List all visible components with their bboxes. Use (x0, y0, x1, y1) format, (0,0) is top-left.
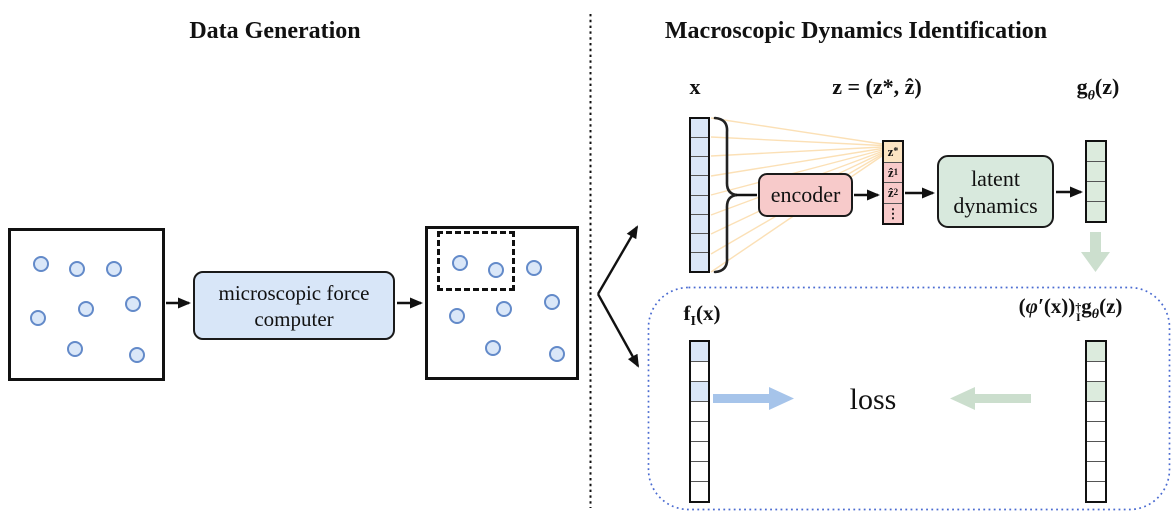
z-hat-2-sub: 2 (893, 187, 899, 198)
f-I-x-label: fI(x) (672, 301, 732, 330)
g-base: g (1076, 74, 1088, 99)
particle (69, 261, 85, 277)
z-equation-label: z = (z*, ẑ) (832, 74, 922, 99)
force-computer-label-line2: computer (254, 306, 334, 331)
particle (496, 301, 512, 317)
vector-cell (1087, 342, 1105, 361)
particle (452, 255, 468, 271)
particle (549, 346, 565, 362)
x-input-vector (689, 117, 710, 273)
phi-g-args: (z) (1099, 294, 1123, 318)
particle (78, 301, 94, 317)
particle (33, 256, 49, 272)
vector-cell (691, 213, 708, 233)
phi-symbol: φ′ (1025, 294, 1044, 318)
latent-dynamics-label-line1: latent (971, 165, 1020, 191)
vector-cell (691, 175, 708, 195)
vector-cell (691, 441, 708, 461)
force-computer-box: microscopic force computer (193, 271, 395, 340)
phi-I-sub: I (1075, 310, 1081, 324)
z-vdots: ⋮ (886, 205, 900, 221)
vector-cell (691, 461, 708, 481)
vector-cell (1087, 401, 1105, 421)
g-theta-label: gθ(z) (1048, 74, 1148, 104)
latent-dynamics-label-line2: dynamics (953, 192, 1038, 218)
g-sub: θ (1087, 88, 1095, 104)
x-vector-label: x (689, 74, 701, 99)
green-left-arrow (950, 387, 1031, 410)
particle (106, 261, 122, 277)
f-args: (x) (695, 301, 721, 325)
arrow-branch-upper (596, 225, 639, 295)
f-base: f (683, 301, 691, 325)
vector-cell (1087, 441, 1105, 461)
z-star-cell: z* (884, 142, 902, 162)
f-target-vector (689, 340, 710, 503)
vector-cell (691, 251, 708, 271)
vector-cell (691, 137, 708, 157)
zoom-dashed-square (437, 231, 515, 291)
curly-brace (713, 116, 738, 274)
z-hat-1-base: ẑ (887, 164, 894, 180)
phi-dagger-sup: † (1075, 300, 1082, 314)
vector-cell (691, 421, 708, 441)
vector-cell (691, 381, 708, 401)
particle (544, 294, 560, 310)
vector-cell (691, 481, 708, 501)
arrow-branch-lower (596, 293, 640, 368)
particle (129, 347, 145, 363)
vector-cell (691, 119, 708, 138)
vector-cell (691, 401, 708, 421)
vector-cell (1087, 181, 1105, 201)
g-args: (z) (1094, 74, 1120, 99)
left-panel-title: Data Generation (189, 18, 361, 44)
vector-cell (691, 342, 708, 361)
right-panel-title: Macroscopic Dynamics Identification (664, 18, 1048, 44)
particle (67, 341, 83, 357)
vector-cell (1087, 161, 1105, 181)
z-vdots-cell: ⋮ (884, 202, 902, 223)
vector-cell (1087, 421, 1105, 441)
z-hat-2-base: ẑ (887, 185, 894, 201)
vector-cell (1087, 481, 1105, 501)
particle (485, 340, 501, 356)
vector-cell (691, 156, 708, 176)
phi-open: ( (1018, 294, 1026, 318)
latent-dynamics-box: latent dynamics (937, 155, 1054, 228)
particle (526, 260, 542, 276)
vector-cell (1087, 361, 1105, 381)
particle (30, 310, 46, 326)
z-hat-1-sub: 1 (893, 166, 899, 177)
vector-cell (1087, 142, 1105, 161)
particle (449, 308, 465, 324)
vector-cell (1087, 461, 1105, 481)
green-down-arrow (1081, 232, 1110, 272)
vector-cell (1087, 381, 1105, 401)
z-star-base: z (887, 144, 894, 160)
particle (488, 262, 504, 278)
loss-label: loss (849, 383, 897, 416)
force-computer-label-line1: microscopic force (218, 280, 370, 305)
phi-mid: (x)) (1043, 294, 1076, 318)
vector-cell (1087, 201, 1105, 221)
blue-right-arrow (713, 387, 794, 410)
phi-g-sub: θ (1091, 307, 1100, 323)
phi-g-base: g (1081, 294, 1092, 318)
g-output-vector (1085, 140, 1107, 223)
particle (125, 296, 141, 312)
encoder-box: encoder (758, 173, 853, 217)
vector-cell (691, 194, 708, 214)
encoder-label: encoder (770, 182, 841, 207)
vector-cell (691, 232, 708, 252)
phi-projection-vector (1085, 340, 1107, 503)
f-sub: I (690, 314, 696, 330)
z-star-sup: * (893, 146, 899, 158)
vector-cell (691, 361, 708, 381)
